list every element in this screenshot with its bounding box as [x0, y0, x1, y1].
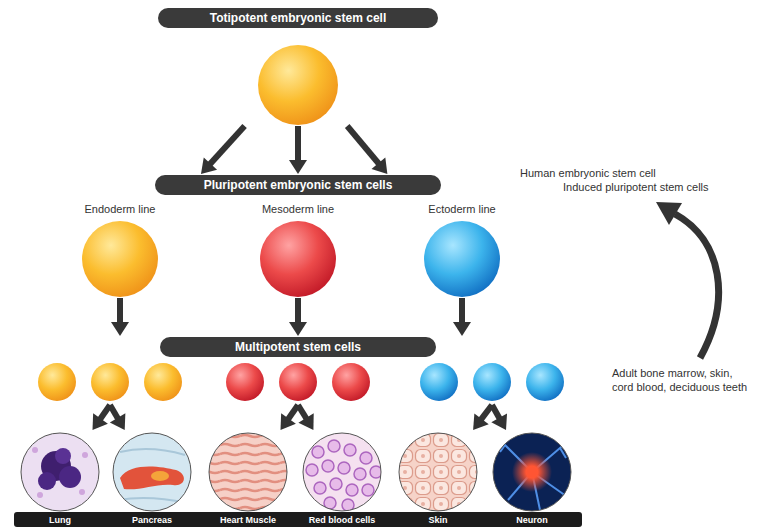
stage-group: Multipotent stem cells — [23, 337, 573, 405]
totipotent-cell — [258, 45, 338, 125]
tissue-image: Lung — [15, 431, 105, 525]
germ-line-cell: Endoderm line — [59, 202, 181, 298]
flow-arrow — [289, 126, 307, 174]
note-label: Adult bone marrow, skin, cord blood, dec… — [612, 366, 752, 394]
tissue-caption: Skin — [393, 514, 483, 526]
heart-muscle-image — [208, 432, 288, 512]
multipotent-cells — [38, 363, 564, 401]
note-text: Adult bone marrow, skin, cord blood, dec… — [612, 366, 752, 394]
tissue-image: Skin — [393, 431, 483, 525]
skin-image — [398, 432, 478, 512]
cell-circle — [423, 220, 501, 298]
germ-line-cell: Mesoderm line — [237, 202, 359, 298]
flow-arrow — [281, 405, 299, 430]
stage-group: Pluripotent embryonic stem cellsEndoderm… — [58, 175, 538, 300]
flow-arrow — [298, 405, 314, 430]
lung-image — [20, 432, 100, 512]
line-heading: Endoderm line — [59, 202, 181, 216]
line-heading: Ectoderm line — [401, 202, 523, 216]
flow-arrow — [473, 405, 492, 430]
tissue-image: Red blood cells — [297, 431, 387, 525]
tissue-caption: Neuron — [487, 514, 577, 526]
cell-circle — [81, 220, 159, 298]
stage-band: Pluripotent embryonic stem cells — [155, 175, 441, 195]
stage-band: Multipotent stem cells — [160, 337, 436, 357]
flow-arrow — [453, 298, 471, 336]
image-outlines — [21, 433, 571, 511]
caption-strip — [14, 512, 582, 527]
flow-arrow — [110, 405, 126, 430]
tissue-image: Pancreas — [107, 431, 197, 525]
stage-group: Totipotent embryonic stem cell — [158, 8, 438, 126]
tissue-caption: Red blood cells — [297, 514, 387, 526]
note-text: Human embryonic stem cell — [520, 166, 656, 180]
neuron-image — [492, 432, 572, 512]
flow-arrow — [289, 298, 307, 336]
flow-arrow — [491, 405, 507, 430]
tissue-image: Neuron — [487, 431, 577, 525]
tissue-image: Heart Muscle — [203, 431, 293, 525]
line-heading: Mesoderm line — [237, 202, 359, 216]
red-blood-cells-image — [302, 432, 382, 512]
flow-arrow — [93, 405, 111, 430]
return-arrow — [656, 202, 719, 358]
tissue-caption: Pancreas — [107, 514, 197, 526]
note-text: Induced pluripotent stem cells — [563, 180, 709, 194]
tissue-caption: Heart Muscle — [203, 514, 293, 526]
flow-arrow — [347, 126, 387, 174]
pancreas-image — [112, 432, 192, 512]
germ-line-cell: Ectoderm line — [401, 202, 523, 298]
flow-arrow — [111, 298, 129, 336]
flow-arrow — [201, 126, 245, 174]
note-label: Induced pluripotent stem cells — [563, 180, 709, 194]
stage-band: Totipotent embryonic stem cell — [158, 8, 438, 28]
tissue-caption: Lung — [15, 514, 105, 526]
note-label: Human embryonic stem cell — [520, 166, 656, 180]
cell-circle — [259, 220, 337, 298]
